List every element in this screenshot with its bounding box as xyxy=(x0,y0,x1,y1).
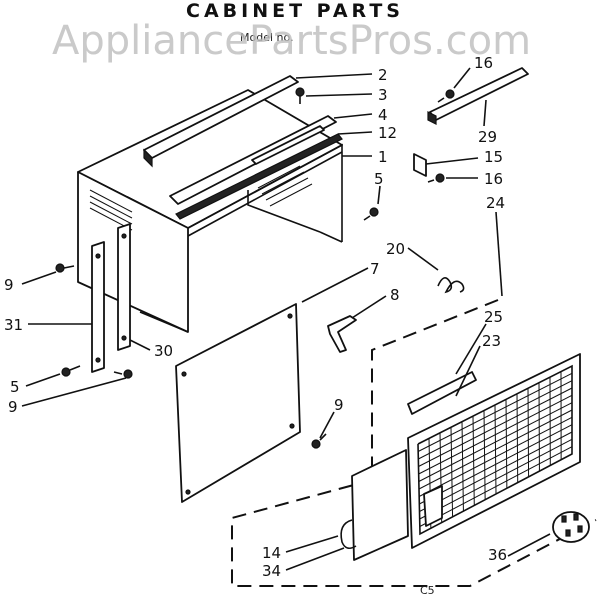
screw-icon xyxy=(295,87,305,104)
callout-25: 25 xyxy=(484,308,503,326)
spring-clip xyxy=(437,277,465,294)
front-grille xyxy=(407,353,581,549)
callout-16: 16 xyxy=(484,170,503,188)
diagram-title: CABINET PARTS xyxy=(186,0,404,22)
watermark: AppliancePartsPros.com xyxy=(52,18,531,64)
bracket xyxy=(413,153,445,183)
screw-icon xyxy=(311,433,327,449)
callout-2: 2 xyxy=(378,66,388,84)
side-rail xyxy=(427,67,529,125)
callout-9: 9 xyxy=(8,398,18,416)
model-label: Model no. xyxy=(240,31,294,44)
callout-5: 5 xyxy=(374,170,384,188)
callout-8: 8 xyxy=(390,286,400,304)
screw-icon xyxy=(55,263,133,379)
callout-34: 34 xyxy=(262,562,281,580)
callout-20: 20 xyxy=(386,240,405,258)
leader-lines xyxy=(21,67,551,571)
panel xyxy=(175,303,301,503)
cabinet-shell xyxy=(77,89,343,333)
filter-frame xyxy=(340,519,357,550)
callout-7: 7 xyxy=(370,260,380,278)
callout-31: 31 xyxy=(4,316,23,334)
callout-4: 4 xyxy=(378,106,388,124)
callout-9: 9 xyxy=(334,396,344,414)
callout-14: 14 xyxy=(262,544,281,562)
callout-1: 1 xyxy=(378,148,388,166)
knob xyxy=(552,511,590,543)
callout-24: 24 xyxy=(486,194,505,212)
assembly-outline xyxy=(231,299,597,587)
callout-23: 23 xyxy=(482,332,501,350)
callout-3: 3 xyxy=(378,86,388,104)
callout-15: 15 xyxy=(484,148,503,166)
footer-code: C5 xyxy=(420,584,435,597)
callout-12: 12 xyxy=(378,124,397,142)
top-rail xyxy=(143,75,299,168)
callout-16: 16 xyxy=(474,54,493,72)
clip xyxy=(327,315,357,353)
callout-36: 36 xyxy=(488,546,507,564)
callout-9: 9 xyxy=(4,276,14,294)
panel-holes xyxy=(181,313,295,495)
callout-29: 29 xyxy=(478,128,497,146)
callout-30: 30 xyxy=(154,342,173,360)
filter xyxy=(351,449,409,561)
filter-strip xyxy=(407,371,477,415)
side-brackets xyxy=(91,223,131,373)
callouts: 2 3 4 12 1 16 29 15 16 5 24 20 7 8 9 31 … xyxy=(4,54,507,597)
seal-strip xyxy=(169,115,343,220)
screw-icon xyxy=(363,207,379,221)
callout-5: 5 xyxy=(10,378,20,396)
